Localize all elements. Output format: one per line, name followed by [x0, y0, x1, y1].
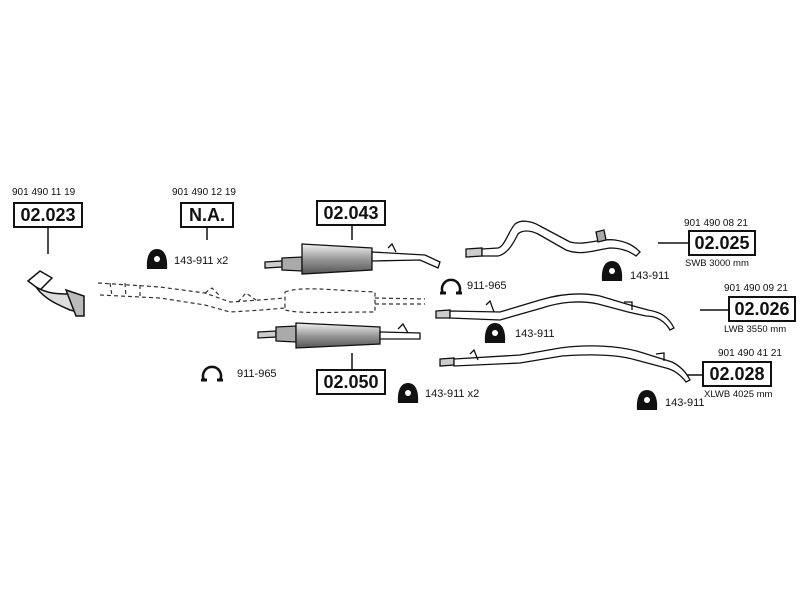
tailpipe-lwb: [435, 293, 675, 331]
note-02028: XLWB 4025 mm: [704, 389, 773, 400]
rubber-hanger-icon: [146, 249, 168, 269]
rubber-hanger-icons: [146, 249, 658, 410]
tailpipe-xlwb: [439, 345, 691, 383]
silencer-upper: [264, 242, 441, 275]
label-hanger-right1: 143-911: [630, 270, 670, 282]
dashed-section: [97, 282, 426, 314]
part-box-na[interactable]: N.A.: [180, 202, 234, 228]
label-hanger-right2: 143-911: [665, 397, 705, 409]
ref-02028: 901 490 41 21: [718, 348, 782, 359]
note-02025: SWB 3000 mm: [685, 258, 749, 269]
ref-na: 901 490 12 19: [172, 187, 236, 198]
label-hanger-left: 143-911 x2: [174, 255, 229, 267]
part-box-02025[interactable]: 02.025: [688, 230, 756, 256]
ref-02023: 901 490 11 19: [12, 187, 76, 198]
rubber-hanger-icon: [601, 261, 623, 281]
part-box-02043[interactable]: 02.043: [316, 200, 386, 226]
clamp-icon: [201, 365, 223, 382]
front-pipe: [26, 270, 85, 317]
rubber-hanger-icon: [636, 390, 658, 410]
ref-02025: 901 490 08 21: [684, 218, 748, 229]
silencer-lower: [257, 322, 421, 349]
label-clamp-left: 911-965: [237, 368, 277, 380]
part-box-02050[interactable]: 02.050: [316, 369, 386, 395]
rubber-hanger-icon: [484, 323, 506, 343]
label-hanger-mid: 143-911: [515, 328, 555, 340]
note-02026: LWB 3550 mm: [724, 324, 787, 335]
tailpipe-swb: [465, 220, 641, 258]
clamp-icons: [201, 278, 462, 382]
part-box-02026[interactable]: 02.026: [728, 296, 796, 322]
clamp-icon: [440, 278, 462, 295]
ref-02026: 901 490 09 21: [724, 283, 788, 294]
label-hanger-bottom: 143-911 x2: [425, 388, 480, 400]
label-clamp-mid: 911-965: [467, 280, 507, 292]
rubber-hanger-icon: [397, 383, 419, 403]
part-box-02028[interactable]: 02.028: [702, 361, 772, 387]
part-box-02023[interactable]: 02.023: [13, 202, 83, 228]
